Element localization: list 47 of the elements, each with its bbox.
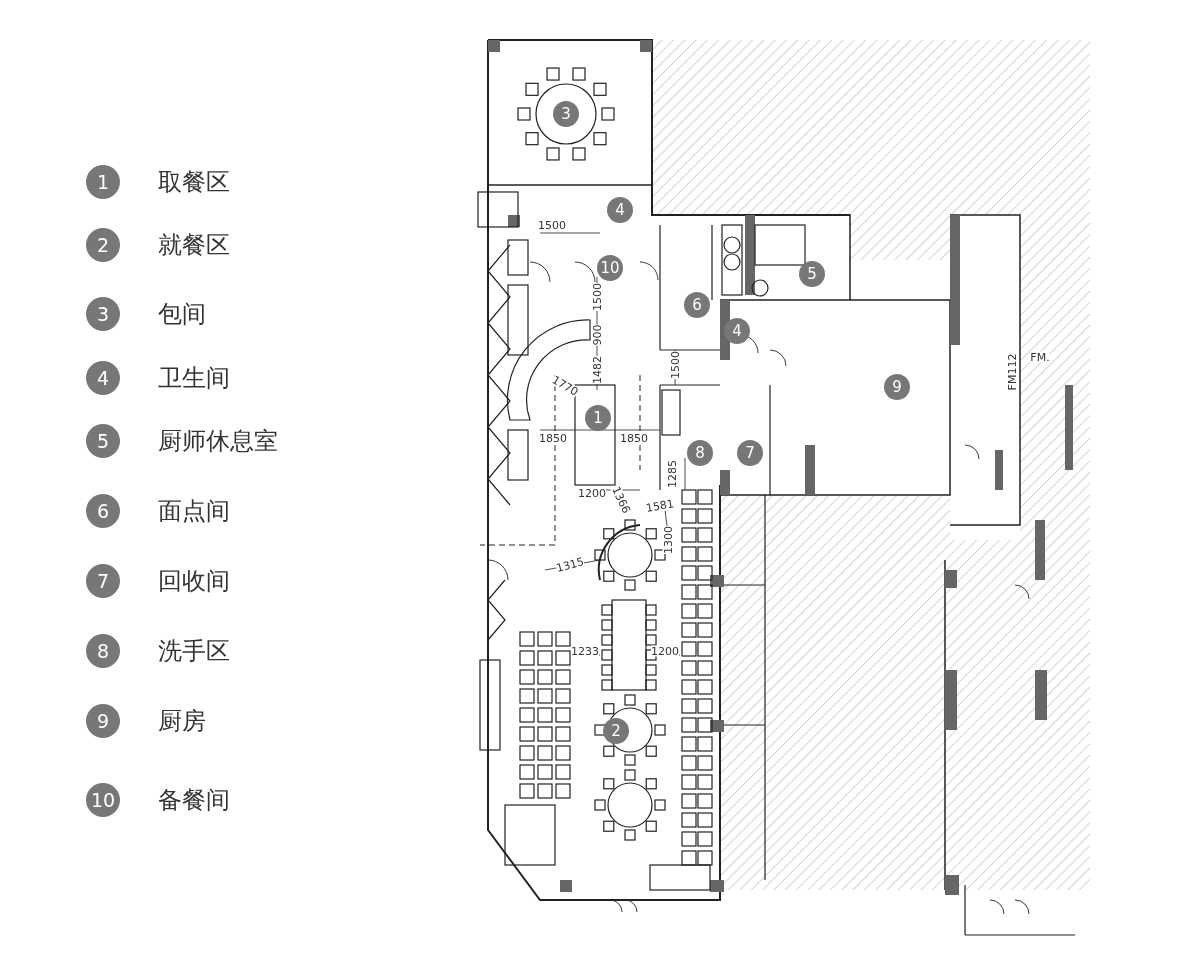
- dimension-label: 1500: [538, 219, 566, 231]
- callout-number: 5: [799, 261, 825, 287]
- callout-number: 9: [884, 374, 910, 400]
- area-name: 取餐区: [158, 170, 230, 194]
- dimension-label: 1482: [591, 356, 603, 384]
- dimension-label: 1500: [591, 283, 603, 311]
- callout-number: 8: [687, 440, 713, 466]
- dimension-label: 1233: [571, 645, 599, 657]
- area-name: 包间: [158, 302, 206, 326]
- dimension-label: 1300: [662, 526, 674, 554]
- door-tag: FM.: [1030, 351, 1050, 363]
- area-name: 就餐区: [158, 233, 230, 257]
- callout-number: 4: [86, 361, 120, 395]
- callout-number: 2: [86, 228, 120, 262]
- callout-number: 9: [86, 704, 120, 738]
- area-name: 厨师休息室: [158, 429, 278, 453]
- callout-number: 6: [86, 494, 120, 528]
- area-name: 洗手区: [158, 639, 230, 663]
- area-name: 厨房: [158, 709, 206, 733]
- callout-number: 5: [86, 424, 120, 458]
- dimension-label: 1315: [555, 556, 585, 574]
- callout-number: 1: [585, 405, 611, 431]
- dimension-label: 1200: [578, 487, 606, 499]
- callout-number: 6: [684, 292, 710, 318]
- callout-number: 8: [86, 634, 120, 668]
- area-name: 面点间: [158, 499, 230, 523]
- callout-number: 4: [724, 318, 750, 344]
- dimension-label: 1500: [669, 351, 681, 379]
- door-tag: FM112: [1006, 353, 1018, 391]
- area-name: 卫生间: [158, 366, 230, 390]
- dimension-label: 1581: [645, 498, 675, 514]
- callout-number: 1: [86, 165, 120, 199]
- callout-number: 3: [553, 101, 579, 127]
- callout-number: 2: [603, 718, 629, 744]
- callout-number: 4: [607, 197, 633, 223]
- callout-number: 3: [86, 297, 120, 331]
- dimension-label: 1850: [620, 432, 648, 444]
- dimension-label: 1285: [666, 460, 678, 488]
- callout-number: 7: [86, 564, 120, 598]
- callout-number: 10: [597, 255, 623, 281]
- area-name: 备餐间: [158, 788, 230, 812]
- dimension-label: 1200: [651, 645, 679, 657]
- area-name: 回收间: [158, 569, 230, 593]
- dimension-label: 1850: [539, 432, 567, 444]
- callout-number: 7: [737, 440, 763, 466]
- dimension-label: 900: [591, 324, 603, 346]
- callout-number: 10: [86, 783, 120, 817]
